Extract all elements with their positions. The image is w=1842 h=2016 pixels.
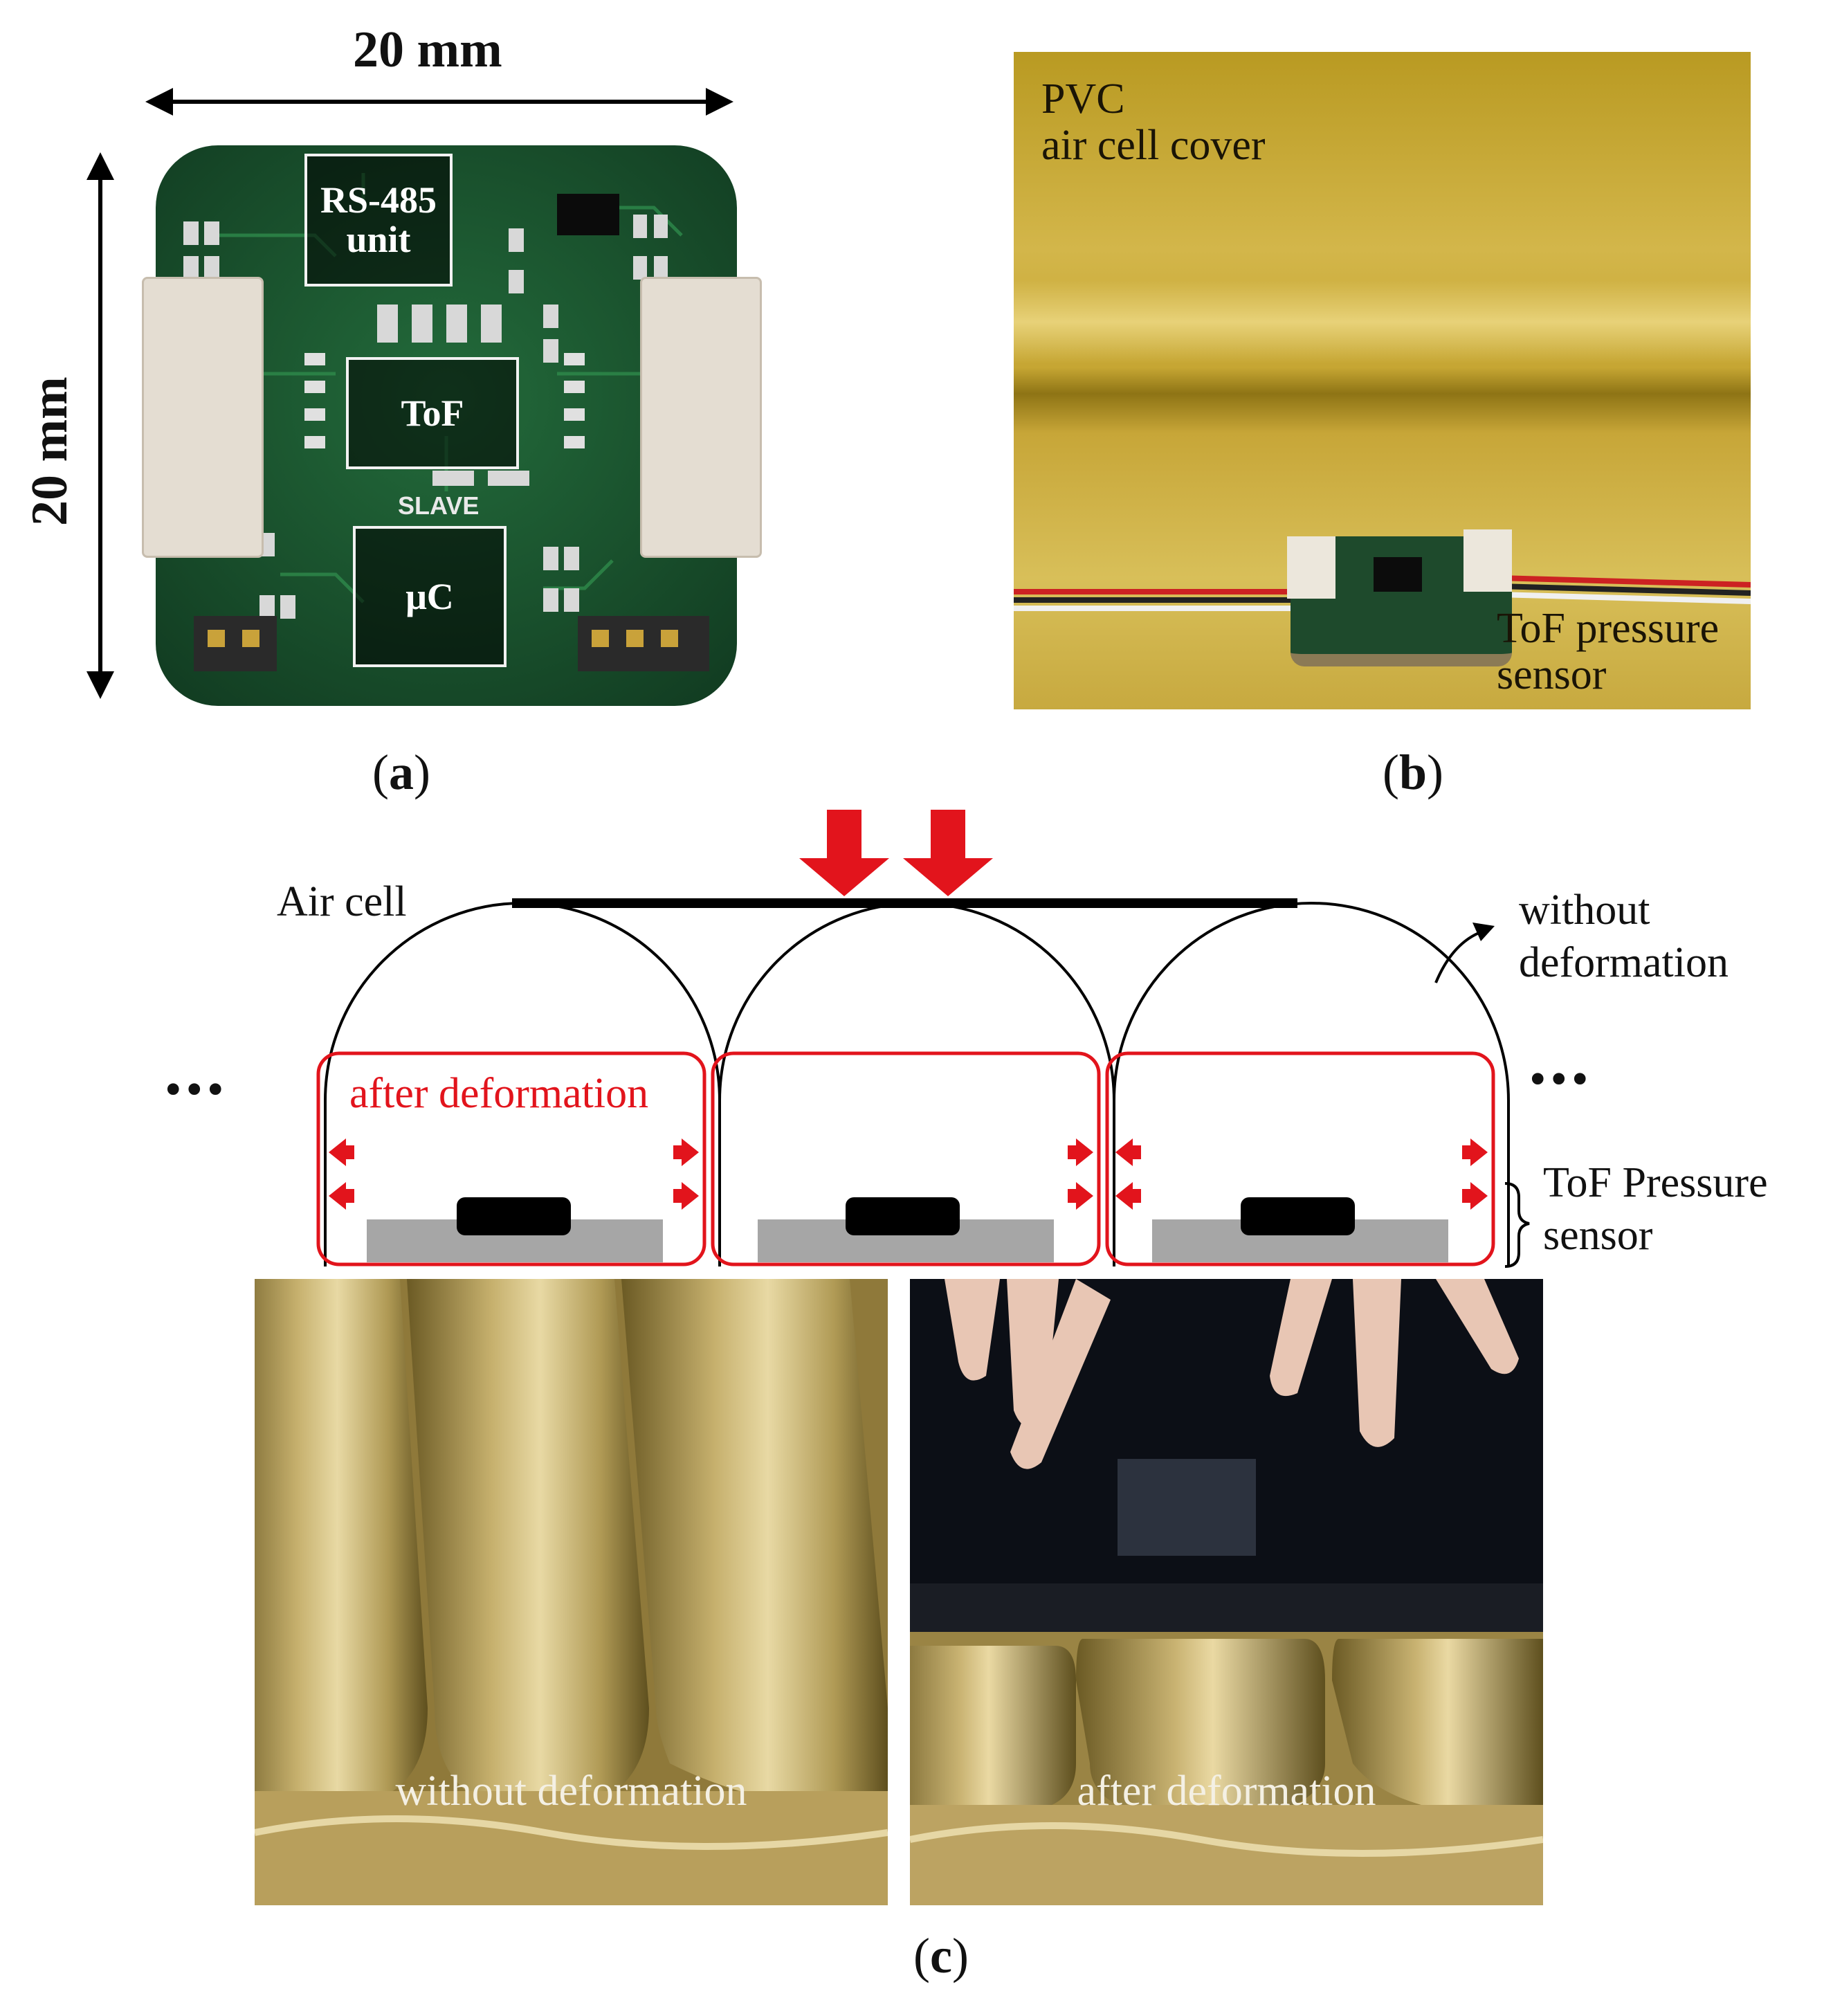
deformed-cells xyxy=(316,1051,1495,1266)
cover-highlight xyxy=(1014,280,1751,363)
panel-c-label: (c) xyxy=(913,1927,969,1985)
panel-c-label-letter: c xyxy=(929,1928,952,1983)
rs485-unit-box: RS-485 unit xyxy=(304,154,453,287)
tof-pressure-line2: sensor xyxy=(1543,1211,1653,1259)
air-cell-schematic xyxy=(316,810,1530,1268)
sensor-wires xyxy=(1014,575,1751,611)
sensor-label: ToF pressure sensor xyxy=(1497,606,1719,698)
sensor-brace xyxy=(1504,1182,1530,1268)
sensor-chip xyxy=(1374,557,1422,592)
undeformed-arcs xyxy=(324,902,1510,1266)
cover-label-line1: PVC xyxy=(1041,75,1125,122)
microcontroller-box: μC xyxy=(353,526,507,667)
panel-c-label-open: ( xyxy=(913,1928,930,1983)
width-dimension-arrow xyxy=(145,88,733,116)
sensor-connector-left xyxy=(1287,536,1335,599)
tof-pressure-line1: ToF Pressure xyxy=(1543,1159,1768,1206)
without-deformation-line1: without xyxy=(1519,887,1650,934)
photo-after-deformation: after deformation xyxy=(910,1279,1543,1905)
height-dimension-arrow xyxy=(86,152,114,699)
cushion-deformed-graphic xyxy=(910,1279,1543,1905)
rs485-label-line2: unit xyxy=(346,219,411,260)
after-deformation-label: after deformation xyxy=(349,1070,649,1117)
photo-right-caption: after deformation xyxy=(1077,1768,1376,1815)
panel-c-label-close: ) xyxy=(951,1928,969,1983)
force-arrow-2 xyxy=(903,810,993,896)
right-connector xyxy=(640,277,762,558)
photo-left-caption: without deformation xyxy=(395,1768,747,1815)
panel-a-label: (a) xyxy=(372,744,430,801)
cushion-undeformed-graphic xyxy=(255,1279,888,1905)
left-connector xyxy=(142,277,264,558)
expansion-arrows xyxy=(329,1138,1488,1210)
tof-pressure-sensor-label: ToF Pressure sensor xyxy=(1543,1157,1768,1262)
silk-slave-text: SLAVE xyxy=(398,491,480,520)
air-cell-label: Air cell xyxy=(277,878,407,925)
panel-a-label-open: ( xyxy=(372,745,389,800)
panel-b-photo: PVC air cell cover ToF pressure sensor xyxy=(1014,52,1751,709)
panel-a-label-letter: a xyxy=(388,745,414,800)
panel-a-label-close: ) xyxy=(413,745,430,800)
without-deformation-label: without deformation xyxy=(1519,884,1729,989)
tof-label: ToF xyxy=(401,392,464,434)
force-arrow-1 xyxy=(799,810,889,896)
without-deformation-line2: deformation xyxy=(1519,938,1729,986)
panel-b-label-open: ( xyxy=(1383,745,1399,800)
ellipsis-left: ••• xyxy=(165,1063,228,1116)
rs485-label-line1: RS-485 xyxy=(320,179,437,221)
width-dimension-label: 20 mm xyxy=(353,21,502,78)
sensor-connector-right xyxy=(1463,529,1512,592)
panel-b-label-letter: b xyxy=(1398,745,1428,800)
photo-without-deformation: without deformation xyxy=(255,1279,888,1905)
sensors xyxy=(367,1197,1448,1262)
cover-label: PVC air cell cover xyxy=(1041,76,1266,169)
uc-label: μC xyxy=(405,575,454,617)
force-arrows xyxy=(799,810,993,896)
sensor-label-line1: ToF pressure xyxy=(1497,605,1720,652)
without-deformation-pointer xyxy=(1434,929,1485,983)
panel-b-label-close: ) xyxy=(1427,745,1444,800)
cover-label-line2: air cell cover xyxy=(1041,121,1266,169)
ellipsis-right: ••• xyxy=(1529,1053,1593,1106)
height-dimension-label: 20 mm xyxy=(21,376,78,526)
tof-chip-box: ToF xyxy=(346,357,519,469)
panel-b-label: (b) xyxy=(1383,744,1443,801)
sensor-label-line2: sensor xyxy=(1497,651,1607,698)
